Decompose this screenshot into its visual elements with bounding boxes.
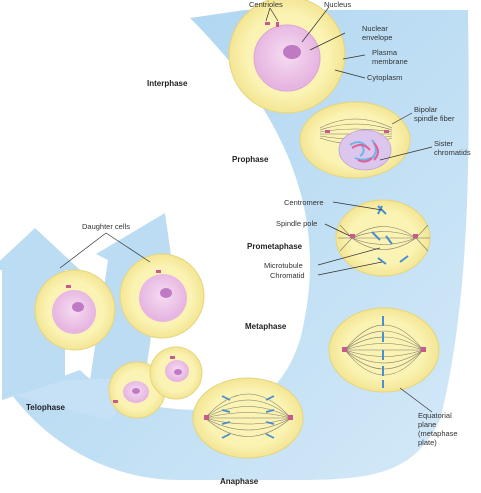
label-cytoplasm: Cytoplasm [367,73,402,82]
label-bipolar-1: Bipolar [414,105,438,114]
label-nuclear-envelope-1: Nuclear [362,24,388,33]
telophase-cells [108,346,203,419]
prometaphase-cell [335,199,431,277]
label-chromatid: Chromatid [270,271,305,280]
label-microtubule: Microtubule [264,261,303,270]
phase-label-prophase: Prophase [232,155,269,164]
daughter-cell-left [34,269,116,351]
label-equatorial-3: (metaphase [418,429,458,438]
label-plasma-membrane-2: membrane [372,57,408,66]
metaphase-cell [328,307,440,393]
label-sister-1: Sister [434,139,454,148]
prophase-cell [299,101,411,179]
label-nucleus: Nucleus [324,0,351,9]
leader-lines [59,6,433,413]
phase-label-prometaphase: Prometaphase [247,242,303,251]
label-spindle-pole: Spindle pole [276,219,317,228]
interphase-cell [228,0,346,114]
label-equatorial-4: plate) [418,438,437,447]
label-centromere: Centromere [284,198,324,207]
anaphase-cell [192,377,304,459]
phase-label-interphase: Interphase [147,79,188,88]
label-sister-2: chromatids [434,148,471,157]
label-plasma-membrane-1: Plasma [372,48,398,57]
label-nuclear-envelope-2: envelope [362,33,392,42]
label-equatorial-1: Equatorial [418,411,452,420]
label-equatorial-2: plane [418,420,436,429]
phase-label-metaphase: Metaphase [245,322,287,331]
daughter-cell-right [119,253,205,339]
phase-label-anaphase: Anaphase [220,477,259,486]
label-centrioles: Centrioles [249,0,283,9]
label-bipolar-2: spindle fiber [414,114,455,123]
phase-label-telophase: Telophase [26,403,66,412]
label-daughter-cells: Daughter cells [82,222,130,231]
